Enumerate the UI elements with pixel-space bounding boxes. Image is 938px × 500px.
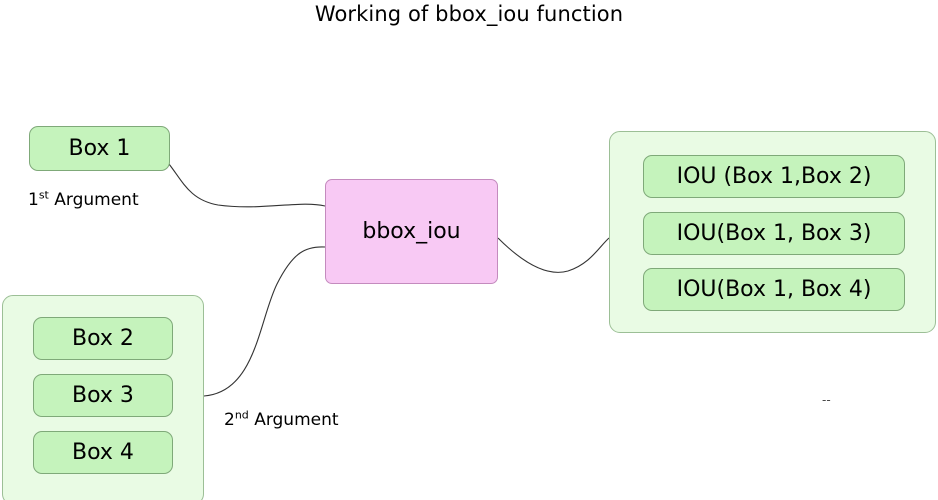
second-argument-text: Argument (248, 410, 339, 430)
output-item-2-label: IOU(Box 1, Box 3) (676, 220, 872, 246)
first-argument-text: Argument (48, 190, 139, 210)
edge-box1-to-bbox-iou (168, 163, 326, 208)
output-item-3[interactable]: IOU(Box 1, Box 4) (643, 268, 905, 311)
input-box-1[interactable]: Box 1 (29, 126, 170, 171)
first-argument-ordinal: 1 (28, 190, 39, 210)
second-argument-label: 2nd Argument (224, 408, 339, 431)
input-box-4[interactable]: Box 4 (33, 431, 173, 474)
second-argument-suffix: nd (234, 408, 249, 422)
input-box-3-label: Box 3 (72, 382, 134, 408)
first-argument-label: 1st Argument (28, 188, 139, 211)
output-item-2[interactable]: IOU(Box 1, Box 3) (643, 212, 905, 255)
process-node-label: bbox_iou (362, 218, 461, 244)
edge-inputgroup-to-bbox-iou (203, 246, 326, 397)
output-item-1[interactable]: IOU (Box 1,Box 2) (643, 155, 905, 198)
dash-annotation: -- (822, 393, 831, 407)
second-argument-ordinal: 2 (224, 410, 235, 430)
edge-bbox-iou-to-outputgroup (497, 237, 610, 273)
process-node-bbox-iou[interactable]: bbox_iou (325, 179, 498, 284)
input-box-2-label: Box 2 (72, 325, 134, 351)
first-argument-suffix: st (38, 188, 49, 202)
input-box-3[interactable]: Box 3 (33, 374, 173, 417)
output-item-1-label: IOU (Box 1,Box 2) (676, 163, 872, 189)
page-title: Working of bbox_iou function (314, 2, 624, 26)
output-item-3-label: IOU(Box 1, Box 4) (676, 276, 872, 302)
input-box-1-label: Box 1 (68, 135, 131, 161)
input-box-2[interactable]: Box 2 (33, 317, 173, 360)
input-box-4-label: Box 4 (72, 439, 134, 465)
